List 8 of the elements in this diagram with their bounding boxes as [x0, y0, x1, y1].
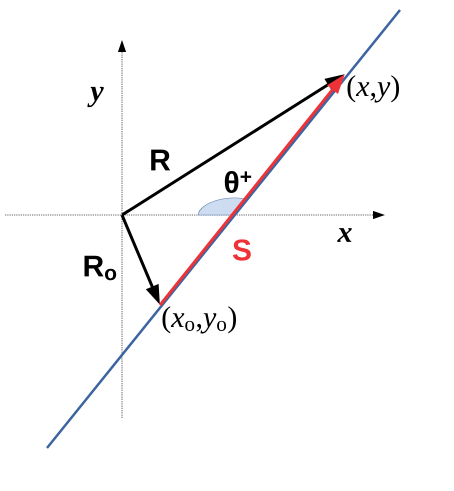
axis-label: x: [337, 228, 352, 242]
point-label: (x$_{o}$,y$_{o}$): [162, 306, 236, 334]
axis-label: θ$^{+}$: [224, 171, 252, 194]
axis-label: y: [87, 86, 104, 108]
edge-label: S: [232, 239, 251, 261]
point-label: (x,y): [348, 75, 399, 102]
edge-label: R$_{o}$: [84, 256, 116, 280]
edge-label: R: [151, 150, 170, 170]
